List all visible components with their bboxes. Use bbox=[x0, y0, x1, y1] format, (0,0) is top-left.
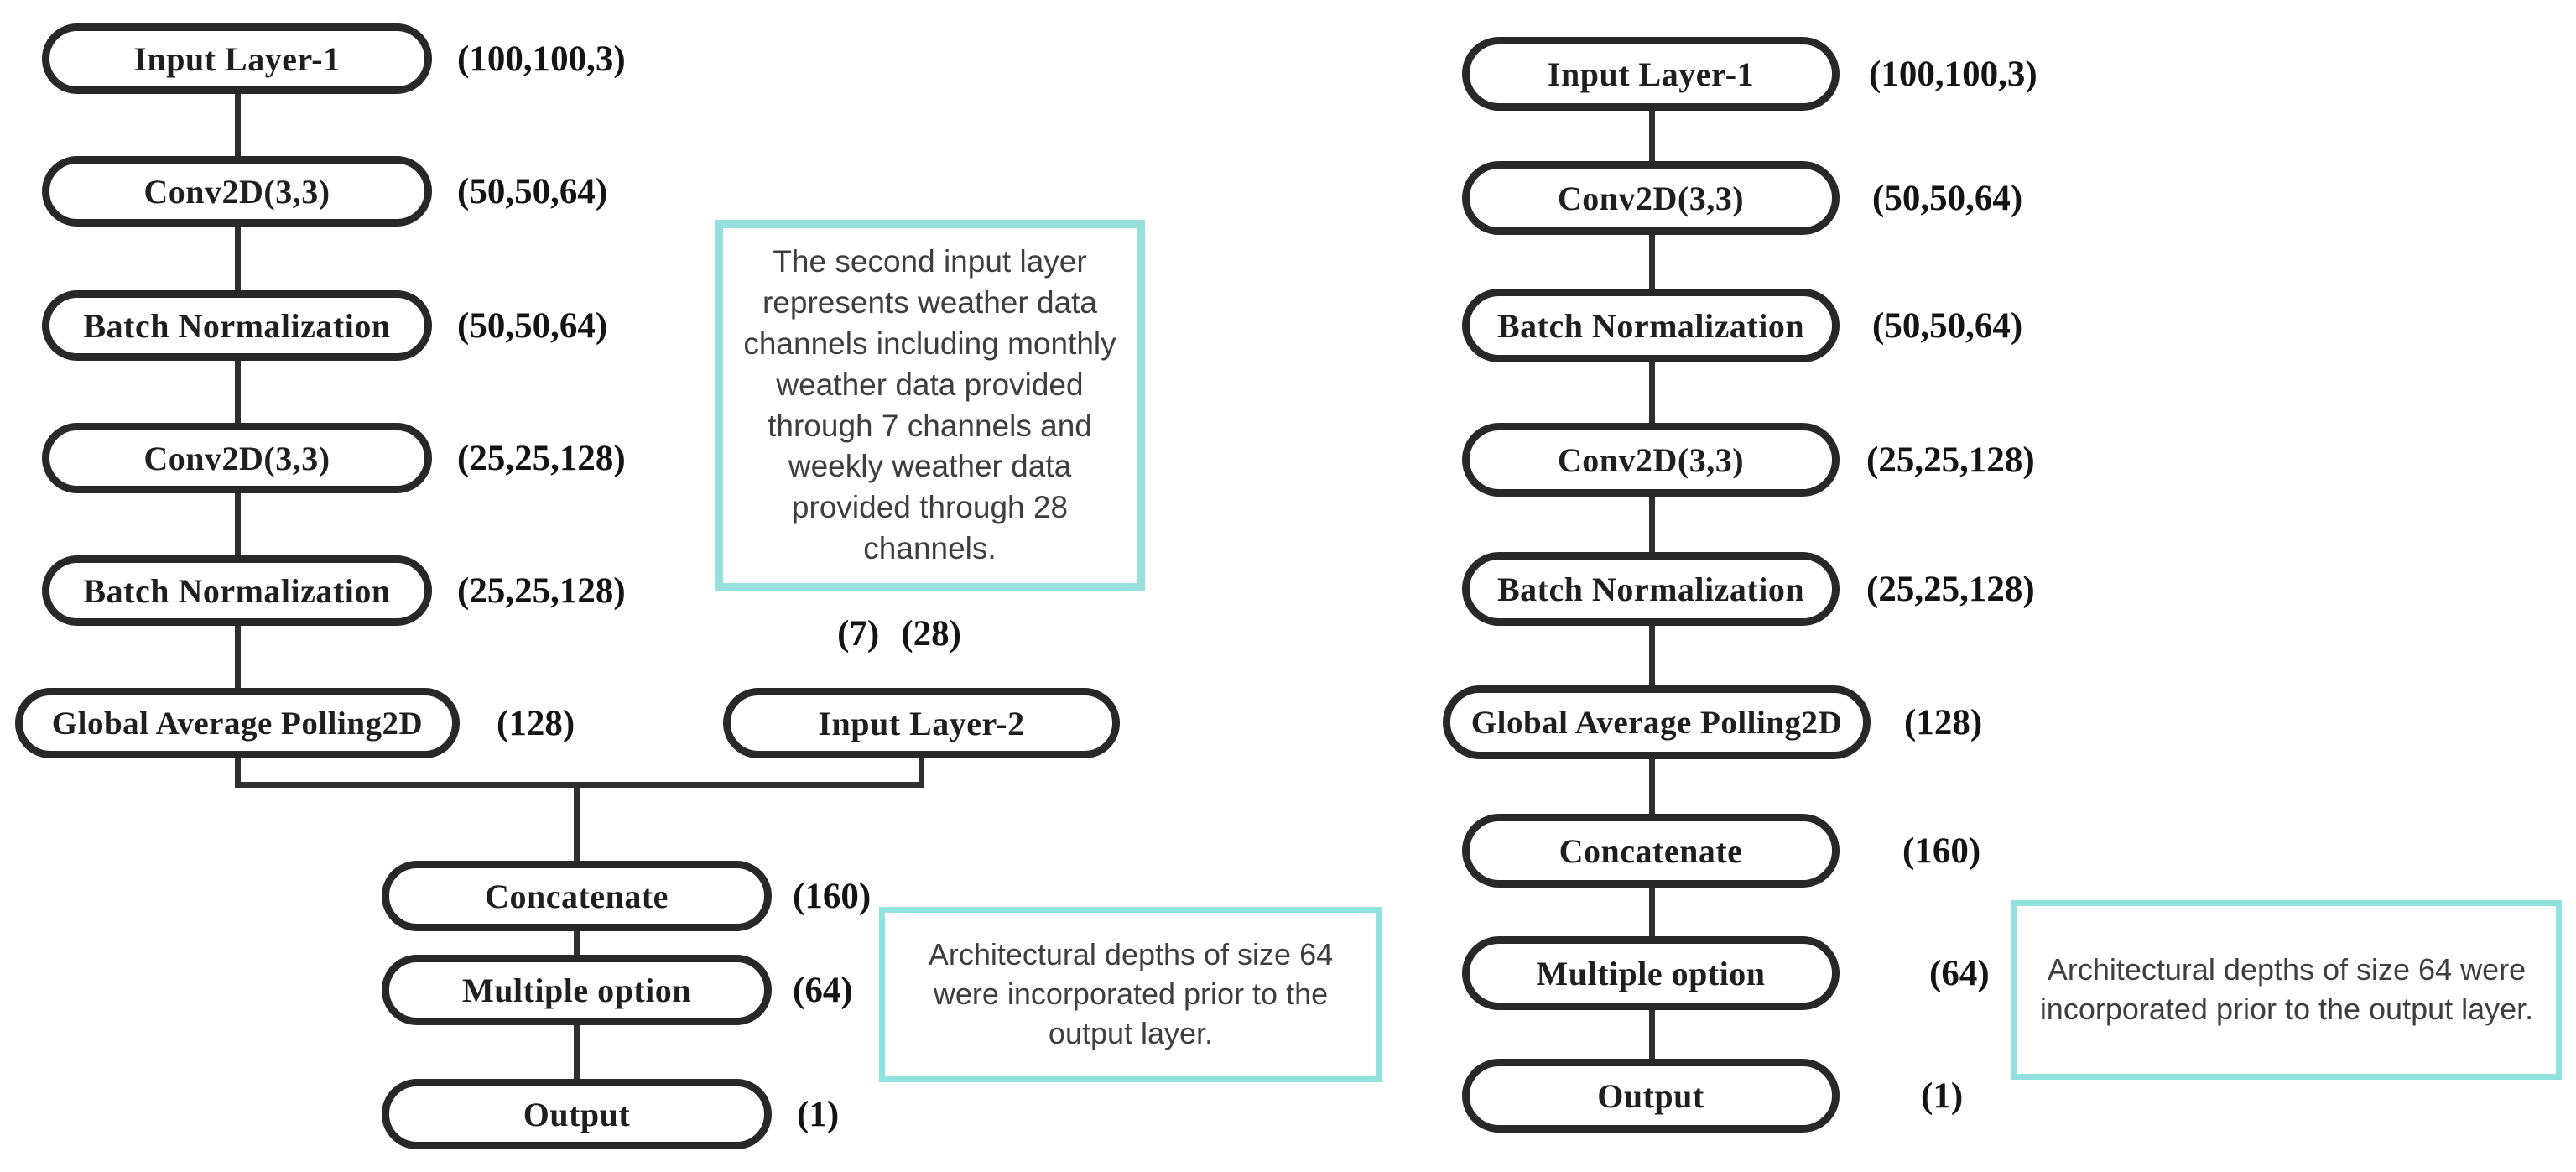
shape-label: (1) bbox=[1921, 1076, 1964, 1116]
connector-line bbox=[574, 931, 580, 955]
node-conv2d-1: Conv2D(3,3) bbox=[42, 156, 432, 227]
node-conv2d-2: Conv2D(3,3) bbox=[1462, 423, 1840, 497]
connector-line bbox=[235, 758, 241, 788]
connector-line bbox=[919, 758, 924, 788]
shape-label: (160) bbox=[793, 876, 872, 916]
shape-label: (1) bbox=[797, 1094, 840, 1134]
shape-label: (100,100,3) bbox=[1869, 54, 2037, 94]
node-concatenate: Concatenate bbox=[1462, 814, 1840, 888]
node-concatenate: Concatenate bbox=[382, 861, 772, 931]
shape-label: (128) bbox=[497, 703, 575, 743]
shape-label: (25,25,128) bbox=[457, 438, 626, 478]
connector-line bbox=[235, 782, 924, 788]
shape-label: (64) bbox=[793, 970, 853, 1010]
input2-shape-7: (7) bbox=[837, 613, 880, 654]
connector-line bbox=[1649, 235, 1655, 289]
input2-shape-labels: (7) (28) bbox=[723, 609, 1075, 658]
shape-label: (50,50,64) bbox=[1872, 305, 2023, 346]
note-arch-right-text: Architectural depths of size 64 were inc… bbox=[2039, 952, 2534, 1026]
shape-label: (160) bbox=[1902, 831, 1981, 871]
shape-label: (100,100,3) bbox=[457, 39, 626, 79]
connector-line bbox=[1649, 111, 1655, 161]
node-multiple-option: Multiple option bbox=[1462, 936, 1840, 1010]
connector-line bbox=[574, 788, 580, 861]
node-input-layer-1: Input Layer-1 bbox=[42, 23, 432, 94]
connector-line bbox=[235, 94, 241, 156]
input2-shape-28: (28) bbox=[901, 613, 961, 654]
node-input-layer-2: Input Layer-2 bbox=[723, 688, 1120, 758]
node-global-average-polling2d: Global Average Polling2D bbox=[1443, 685, 1871, 759]
node-conv2d-2: Conv2D(3,3) bbox=[42, 423, 432, 493]
node-batch-normalization-1: Batch Normalization bbox=[42, 290, 432, 361]
node-input-layer-1: Input Layer-1 bbox=[1462, 37, 1840, 111]
node-batch-normalization-2: Batch Normalization bbox=[1462, 552, 1840, 626]
shape-label: (50,50,64) bbox=[457, 171, 608, 211]
shape-label: (128) bbox=[1904, 702, 1983, 742]
shape-label: (50,50,64) bbox=[1872, 178, 2023, 218]
node-multiple-option: Multiple option bbox=[382, 955, 772, 1025]
node-batch-normalization-2: Batch Normalization bbox=[42, 555, 432, 626]
note-box-architectural-left: Architectural depths of size 64 were inc… bbox=[879, 907, 1382, 1082]
connector-line bbox=[1649, 759, 1655, 814]
shape-label: (25,25,128) bbox=[1866, 440, 2035, 480]
shape-label: (25,25,128) bbox=[457, 570, 626, 611]
connector-line bbox=[235, 626, 241, 688]
connector-line bbox=[235, 227, 241, 290]
connector-line bbox=[1649, 1010, 1655, 1059]
connector-line bbox=[1649, 362, 1655, 423]
node-batch-normalization-1: Batch Normalization bbox=[1462, 289, 1840, 362]
connector-line bbox=[1649, 626, 1655, 685]
node-output: Output bbox=[1462, 1059, 1840, 1133]
shape-label: (50,50,64) bbox=[457, 305, 608, 346]
connector-line bbox=[574, 1025, 580, 1079]
note-box-architectural-right: Architectural depths of size 64 were inc… bbox=[2011, 900, 2562, 1080]
connector-line bbox=[235, 493, 241, 555]
node-conv2d-1: Conv2D(3,3) bbox=[1462, 161, 1840, 235]
node-output: Output bbox=[382, 1079, 772, 1149]
note-box-weather: The second input layer represents weathe… bbox=[715, 220, 1145, 591]
note-weather-text: The second input layer represents weathe… bbox=[743, 244, 1116, 565]
shape-label: (64) bbox=[1929, 953, 1990, 993]
note-arch-left-text: Architectural depths of size 64 were inc… bbox=[928, 937, 1334, 1050]
connector-line bbox=[1649, 497, 1655, 552]
connector-line bbox=[235, 361, 241, 423]
node-global-average-polling2d: Global Average Polling2D bbox=[15, 688, 460, 758]
connector-line bbox=[1649, 888, 1655, 936]
shape-label: (25,25,128) bbox=[1866, 569, 2035, 609]
